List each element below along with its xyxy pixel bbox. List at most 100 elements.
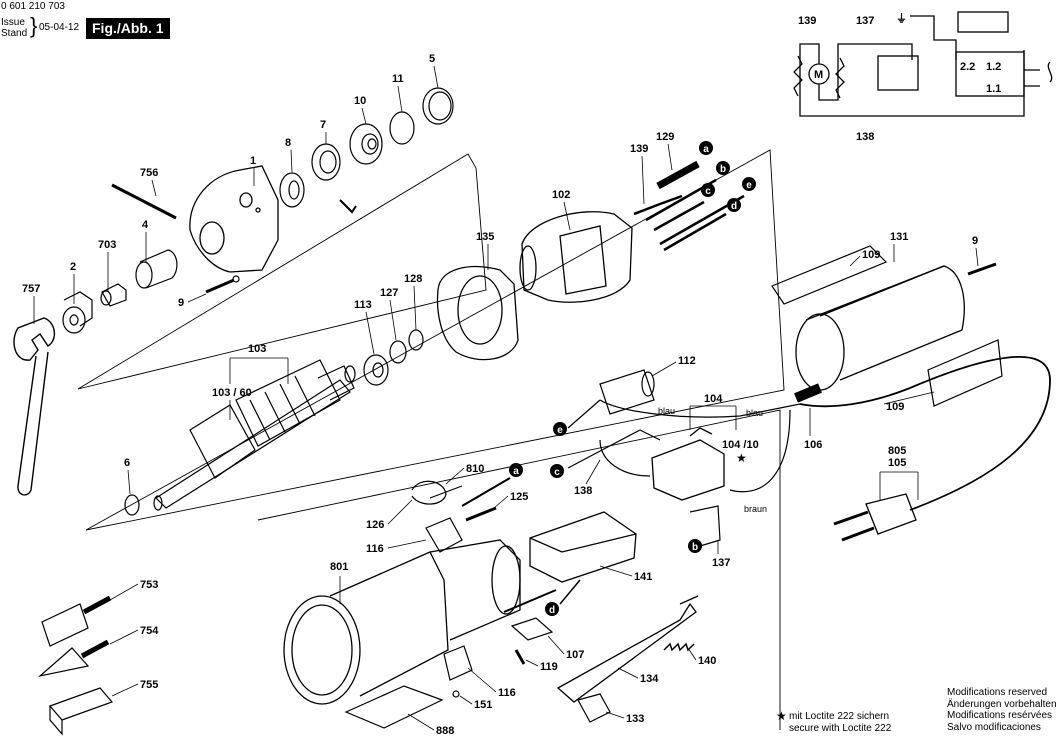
label-755: 755 [140,679,158,691]
motor-housing-131 [795,265,965,391]
bracket-107 [510,617,554,641]
label-137: 137 [712,557,730,569]
letter-a-mid: a [513,466,519,477]
loctite-de: mit Loctite 222 sichern [789,711,890,722]
label-8: 8 [285,137,291,149]
letter-e-left: e [557,425,563,436]
slide-134 [556,595,699,703]
label-141: 141 [634,571,652,583]
ball-151 [452,690,460,698]
label-754: 754 [140,625,159,637]
letter-d-top: d [731,201,737,212]
label-140: 140 [698,655,716,667]
loctite-star: ★ [776,709,787,723]
label-103: 103 [248,343,266,355]
label-131: 131 [890,231,908,243]
wire-139 [633,194,683,216]
group-outline-bottom [257,409,781,730]
label-2: 2 [70,261,76,273]
wire-c-top [653,200,705,232]
label-138: 138 [574,485,592,497]
wire-d-bottom [559,579,581,605]
stand-label: Stand [1,28,28,39]
label-105: 105 [888,457,906,469]
dot-d-top [727,198,741,212]
label-102: 102 [552,189,570,201]
label-10: 10 [354,95,366,107]
field-102 [519,211,633,303]
modifications-note: Modifications reserved Änderungen vorbeh… [947,687,1057,733]
switch-star: ★ [736,451,747,465]
loctite-en: secure with Loctite 222 [789,723,892,734]
label-801: 801 [330,561,348,573]
letter-b-bottom: b [692,542,698,553]
schematic-139: 139 [798,15,816,27]
label-9a: 9 [178,297,184,309]
schematic-11: 1.1 [986,83,1001,95]
screw-9-right [967,262,997,276]
label-11: 11 [392,73,404,85]
label-753: 753 [140,579,158,591]
dot-b-bottom [688,539,702,553]
label-4: 4 [142,219,149,231]
label-888: 888 [436,725,454,736]
sleeve-129 [656,160,700,190]
dot-c-top [701,183,715,197]
schematic-12: 1.2 [986,61,1001,73]
group-outline-mid [85,149,785,531]
nut-2 [62,291,93,334]
letter-b-top: b [720,164,726,175]
label-109b: 109 [886,401,904,413]
button-133 [577,693,611,723]
gear-housing-801 [283,539,521,705]
part-number: 0 601 210 703 [1,1,65,12]
capacitor-112 [599,369,655,415]
bearing-113 [363,354,389,386]
wire-e-left [567,399,601,429]
label-103-60: 103 / 60 [212,387,252,399]
brush-holder-116-bottom [443,645,473,681]
brush-holder-116-top [425,517,463,553]
label-805: 805 [888,445,906,457]
bearing-10 [349,123,383,165]
label-119: 119 [540,661,558,673]
label-756: 756 [140,167,158,179]
letter-d-bottom: d [549,605,555,616]
modifications-es: Salvo modificaciones [947,721,1041,733]
label-104: 104 [704,393,723,405]
dot-b-top [716,161,730,175]
schematic-137: 137 [856,15,874,27]
label-128: 128 [404,273,422,285]
electronic-module-141 [529,511,637,583]
wire-label-blau-right: blau [746,408,763,418]
plug-105 [833,493,917,542]
ring-127 [389,340,407,364]
grinding-tip-754 [37,639,110,678]
collet-703 [100,283,127,307]
schematic-138: 138 [856,131,874,143]
figure-title: Fig./Abb. 1 [86,18,170,39]
wire-label-braun: braun [744,504,767,514]
wrench-757 [13,317,55,496]
label-125: 125 [510,491,528,503]
schematic-ground: ⏚ [896,12,907,25]
label-139: 139 [630,143,648,155]
letter-e-top: e [746,180,752,191]
screw-125 [465,506,497,522]
label-116b: 116 [498,687,516,699]
washer-6 [124,494,140,516]
dot-c-left [550,464,564,478]
issue-date: 05-04-12 [39,22,80,33]
fan-guide-135 [436,265,519,361]
letter-a-top: a [703,144,709,155]
wire-138 [599,439,651,477]
dot-a-mid [509,463,523,477]
label-106: 106 [804,439,822,451]
label-129: 129 [656,131,674,143]
label-9b: 9 [972,235,978,247]
label-151: 151 [474,699,492,711]
wire-d-top [663,212,727,252]
dot-e-left [553,422,567,436]
circlip-5 [422,87,454,125]
